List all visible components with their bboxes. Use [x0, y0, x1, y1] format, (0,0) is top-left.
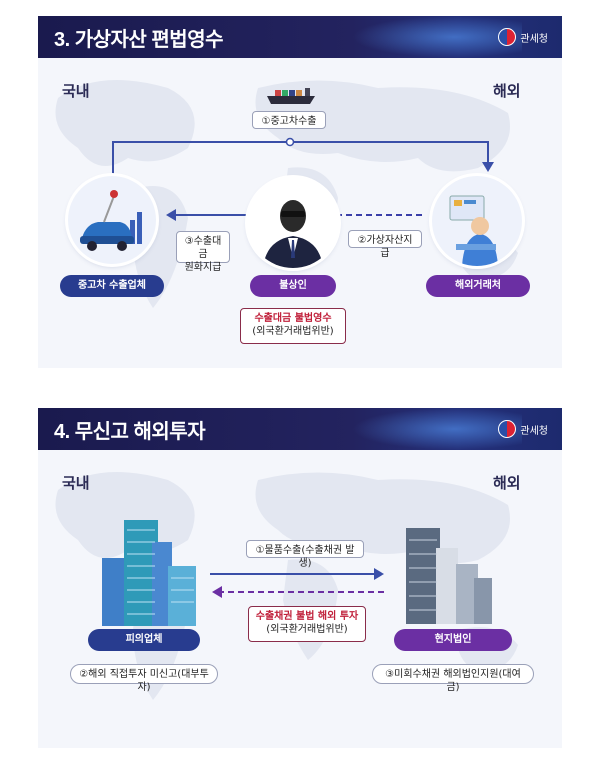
agency-logo: 관세청 [498, 420, 548, 438]
violation-sub: (외국환거래법위반) [252, 326, 334, 337]
step2-label: ②가상자산지급 [348, 230, 422, 259]
unknown-person-illustration [248, 178, 338, 268]
node-unknown-person: 불상인 [250, 275, 336, 297]
violation-box: 수출채권 불법 해외 투자 (외국환거래법위반) [248, 606, 366, 642]
node-used-car-exporter: 중고차 수출업체 [60, 275, 164, 297]
step1-label: ①물품수출(수출채권 발생) [246, 540, 364, 569]
emblem-icon [498, 420, 517, 438]
overseas-label: 해외 [493, 474, 521, 492]
step3-label: ③수출대금 원화지급 [176, 231, 230, 273]
step3-line2: 원화지급 [184, 262, 222, 273]
overseas-partner-illustration [432, 176, 522, 266]
violation-box: 수출대금 불법영수 (외국환거래법위반) [240, 308, 346, 344]
export-arrowhead [482, 162, 494, 172]
car-icon [80, 190, 142, 251]
section-title: 3. 가상자산 편법영수 [54, 29, 224, 51]
section-header: 3. 가상자산 편법영수 관세청 [38, 16, 562, 58]
person-icon [263, 200, 323, 268]
violation-title: 수출채권 불법 해외 투자 [255, 611, 359, 622]
overseas-label: 해외 [493, 82, 521, 100]
export-arrow [112, 141, 489, 192]
won-payment-arrowhead [166, 209, 176, 221]
used-car-exporter-illustration [68, 176, 156, 264]
step3-line1: ③수출대금 [184, 236, 222, 260]
computer-user-icon [449, 195, 498, 266]
domestic-building-icon [102, 520, 196, 626]
note-right: ③미회수채권 해외법인지원(대여금) [372, 664, 534, 693]
agency-name: 관세청 [520, 425, 548, 437]
node-suspect-company: 피의업체 [88, 629, 200, 651]
export-arrow-node [285, 137, 295, 147]
section-title: 4. 무신고 해외투자 [54, 421, 206, 443]
flow-arrows [112, 137, 494, 221]
export-arrowhead [374, 568, 384, 580]
violation-title: 수출대금 불법영수 [254, 313, 332, 324]
note-left: ②해외 직접투자 미신고(대부투자) [70, 664, 218, 693]
domestic-label: 국내 [62, 474, 90, 492]
emblem-icon [498, 28, 517, 46]
header-glow [352, 16, 522, 58]
section-header: 4. 무신고 해외투자 관세청 [38, 408, 562, 450]
cargo-ship-icon [267, 88, 315, 104]
panel-unreported-investment: 4. 무신고 해외투자 관세청 국내 해외 [38, 408, 562, 748]
step1-label: ①중고차수출 [252, 111, 326, 129]
domestic-label: 국내 [62, 82, 90, 100]
overseas-building-icon [406, 528, 492, 624]
node-overseas-partner: 해외거래처 [426, 275, 530, 297]
header-glow [352, 408, 522, 450]
investment-arrowhead [212, 586, 222, 598]
flow-arrows [210, 568, 384, 598]
agency-name: 관세청 [520, 33, 548, 45]
violation-sub: (외국환거래법위반) [266, 624, 348, 635]
panel-virtual-asset: 3. 가상자산 편법영수 관세청 국내 해외 ①중고차수출 [38, 16, 562, 368]
agency-logo: 관세청 [498, 28, 548, 46]
node-local-subsidiary: 현지법인 [394, 629, 512, 651]
